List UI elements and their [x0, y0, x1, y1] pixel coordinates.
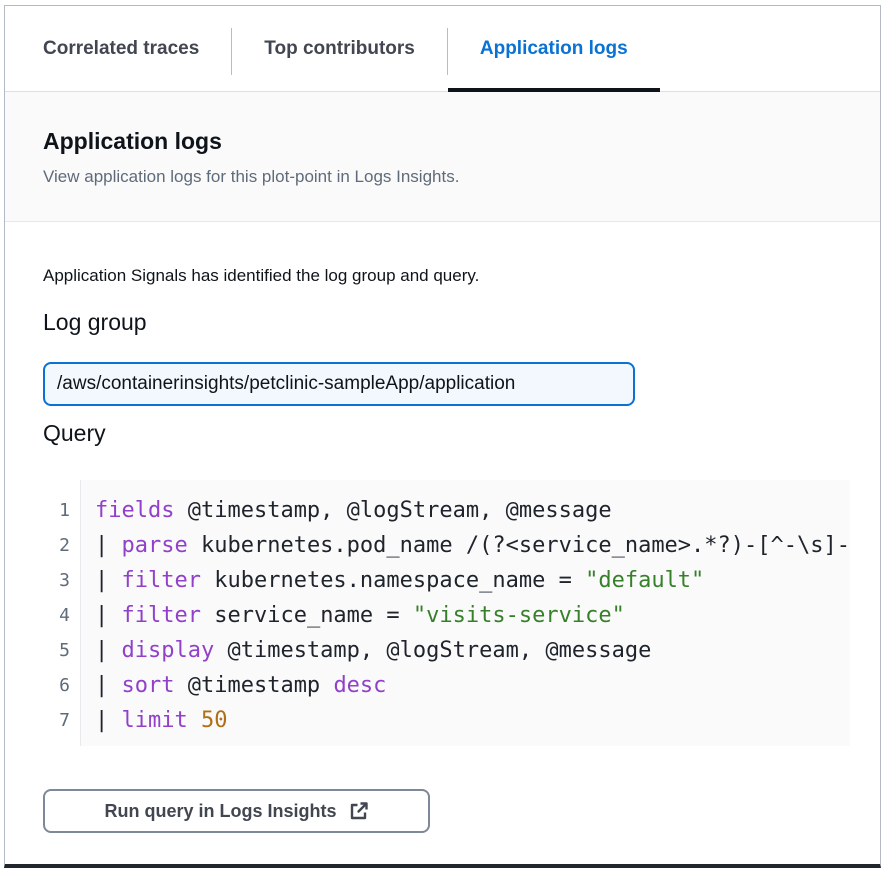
code-line: | filter kubernetes.namespace_name = "de…	[95, 568, 705, 593]
code-line: | parse kubernetes.pod_name /(?<service_…	[95, 533, 850, 558]
application-logs-panel: Correlated traces Top contributors Appli…	[4, 5, 881, 868]
panel-content: Application Signals has identified the l…	[5, 222, 880, 833]
tab-label: Top contributors	[264, 37, 415, 59]
query-editor[interactable]: 1 2 3 4 5 6 7 fields @timestamp, @logStr…	[43, 480, 850, 746]
tab-label: Application logs	[479, 37, 628, 59]
tab-label: Correlated traces	[43, 37, 200, 59]
query-label: Query	[43, 420, 106, 446]
line-number: 1	[59, 500, 70, 521]
tab-top-contributors[interactable]: Top contributors	[232, 6, 447, 91]
line-number: 5	[59, 640, 70, 661]
tab-correlated-traces[interactable]: Correlated traces	[38, 6, 231, 91]
code-line: | display @timestamp, @logStream, @messa…	[95, 638, 652, 663]
tab-application-logs[interactable]: Application logs	[447, 6, 660, 92]
panel-title: Application logs	[43, 128, 222, 154]
run-query-button-label: Run query in Logs Insights	[104, 800, 337, 821]
code-line: | filter service_name = "visits-service"	[95, 603, 625, 628]
tab-divider	[446, 28, 448, 75]
log-group-label: Log group	[43, 309, 147, 335]
line-number-gutter: 1 2 3 4 5 6 7	[43, 480, 81, 746]
tab-bar: Correlated traces Top contributors Appli…	[5, 6, 880, 92]
intro-text: Application Signals has identified the l…	[43, 266, 480, 285]
run-query-button[interactable]: Run query in Logs Insights	[43, 789, 430, 833]
line-number: 6	[59, 675, 70, 696]
external-link-icon	[349, 801, 369, 821]
panel-description: View application logs for this plot-poin…	[43, 167, 460, 186]
line-number: 7	[59, 710, 70, 731]
panel-header: Application logs View application logs f…	[5, 92, 880, 222]
code-line: | sort @timestamp desc	[95, 673, 387, 698]
line-number: 3	[59, 570, 70, 591]
log-group-input[interactable]	[43, 362, 635, 406]
query-code: fields @timestamp, @logStream, @message …	[81, 480, 850, 746]
code-line: fields @timestamp, @logStream, @message	[95, 498, 612, 523]
code-line: | limit 50	[95, 708, 228, 733]
tab-divider	[231, 28, 233, 75]
line-number: 2	[59, 535, 70, 556]
line-number: 4	[59, 605, 70, 626]
